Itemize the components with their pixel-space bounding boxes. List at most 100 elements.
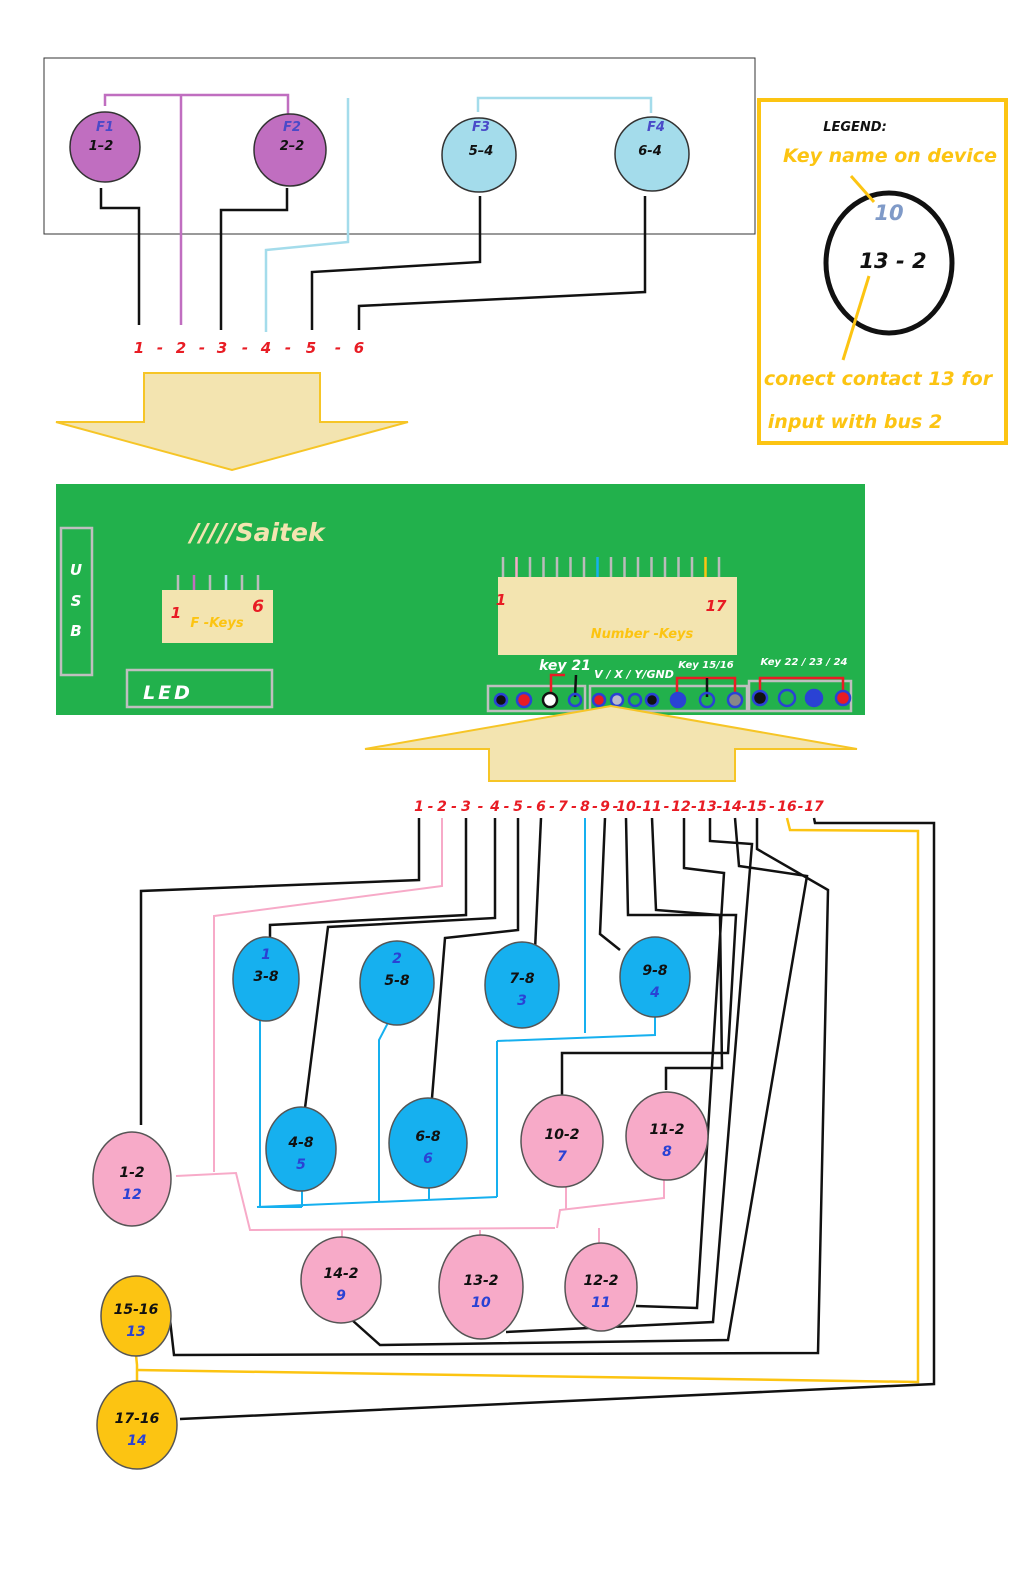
fkey-f3-name: F3 (472, 120, 490, 135)
top-contact-2: 2 (176, 339, 186, 357)
bottom-contact-12: 12 (671, 799, 690, 815)
key-4-8[interactable]: 4-85 (265, 1106, 337, 1192)
fkey-f2-name: F2 (283, 120, 301, 135)
top-contact-sep: - (242, 339, 248, 357)
key-13-2[interactable]: 13-210 (438, 1234, 524, 1340)
key-number: 4 (649, 985, 660, 1001)
key-10-2[interactable]: 10-27 (520, 1094, 604, 1188)
usb-letter-u: U (70, 561, 82, 579)
bottom-contact-2: 2 (437, 799, 447, 815)
bottom-contact-sep: - (428, 799, 434, 815)
key-12-2[interactable]: 12-2 11 (564, 1242, 638, 1332)
key-circle (300, 1236, 382, 1324)
bottom-contact-10: 10 (616, 799, 636, 815)
key-code: 6-8 (415, 1129, 441, 1145)
fkey-f4-name: F4 (647, 120, 665, 135)
legend-key-name-label: Key name on device (783, 145, 997, 167)
legend-sample-code: 13 - 2 (859, 249, 926, 273)
blue-wires (256, 818, 656, 1208)
fkey-f2-code: 2–2 (280, 139, 305, 154)
bottom-contact-labels: 1-2-3-4-5-6-7-8-9-10-11-12-13-14-15-16-1… (414, 799, 824, 815)
key-code: 4-8 (287, 1135, 314, 1151)
key-3-8[interactable]: 3-81 (232, 936, 300, 1022)
key-code: 1-2 (119, 1165, 144, 1181)
key-code: 13-2 (463, 1273, 498, 1289)
fkey-f2[interactable]: F2 2–2 (253, 113, 327, 187)
vxy-label: V / X / Y/GND (594, 668, 674, 681)
number-keys: 3-815-827-839-844-856-8610-2711-281-2121… (92, 936, 709, 1470)
key21-connector (486, 684, 587, 713)
bottom-contact-13: 13 (697, 799, 716, 815)
key-number: 8 (662, 1144, 672, 1160)
black-wires-bottom (139, 817, 936, 1421)
bottom-contact-sep: - (549, 799, 555, 815)
fkeys-label: F -Keys (190, 616, 243, 631)
led-label: LED (143, 682, 193, 704)
top-contact-labels: 1 - 2 - 3 - 4 - 5 - 6 (134, 339, 364, 357)
top-contact-4: 4 (260, 339, 271, 357)
key-code: 12-2 (583, 1273, 618, 1289)
connector-pins (493, 688, 852, 709)
numkeys-header: 1 17 Number -Keys (496, 557, 737, 655)
key-circle (484, 941, 560, 1029)
key-number: 5 (296, 1157, 306, 1173)
key-circle (520, 1094, 604, 1188)
key-circle (619, 936, 691, 1018)
board-brand: /////Saitek (187, 518, 326, 547)
fkey-f1-name: F1 (96, 120, 114, 135)
top-contact-6: 6 (354, 339, 364, 357)
bottom-contact-5: 5 (513, 799, 523, 815)
key-11-2[interactable]: 11-28 (625, 1091, 709, 1181)
bottom-contact-4: 4 (489, 799, 500, 815)
key222324-label: Key 22 / 23 / 24 (761, 657, 848, 668)
saitek-board: /////Saitek U S B LED 1 6 F -Keys (56, 484, 865, 715)
legend-sample-circle (823, 190, 955, 336)
fkey-f1[interactable]: F1 1–2 (69, 111, 141, 183)
key-5-8[interactable]: 5-82 (359, 940, 435, 1026)
up-arrow (364, 704, 858, 782)
bottom-contact-sep: - (742, 799, 748, 815)
lightblue-wires (264, 96, 653, 332)
numkeys-socket (498, 577, 737, 655)
bottom-contact-3: 3 (461, 799, 471, 815)
pink-wires (175, 818, 665, 1244)
numkeys-last-pin: 17 (706, 597, 727, 615)
key-1-2[interactable]: 1-212 (92, 1131, 172, 1227)
bottom-contact-8: 8 (580, 799, 590, 815)
key-circle (625, 1091, 709, 1181)
bottom-contact-9: 9 (600, 799, 610, 815)
fkey-f3[interactable]: F3 5–4 (441, 117, 517, 193)
key-number: 7 (557, 1149, 567, 1165)
bottom-contact-sep: - (504, 799, 510, 815)
usb-letter-b: B (70, 622, 81, 640)
key-14-2[interactable]: 14-29 (300, 1236, 382, 1324)
key-7-8[interactable]: 7-83 (484, 941, 560, 1029)
bottom-contact-14: 14 (722, 799, 741, 815)
legend-box: LEGEND: Key name on device 10 13 - 2 con… (757, 98, 1008, 445)
bottom-contact-sep: - (478, 799, 484, 815)
key-number: 1 (261, 947, 271, 963)
key-6-8[interactable]: 6-86 (388, 1097, 468, 1189)
fkeys-header: 1 6 F -Keys (162, 575, 273, 643)
key-circle (92, 1131, 172, 1227)
bottom-contact-sep: - (636, 799, 642, 815)
usb-port (59, 526, 94, 677)
down-arrow (55, 372, 409, 472)
led-connector (125, 668, 274, 709)
key-number: 11 (591, 1295, 610, 1311)
key-circle (96, 1380, 178, 1470)
fkey-f4[interactable]: F4 6-4 (614, 116, 690, 192)
bottom-contact-11: 11 (642, 799, 661, 815)
key-9-8[interactable]: 9-84 (619, 936, 691, 1018)
key-circle (232, 936, 300, 1022)
black-wires-top (99, 188, 647, 330)
top-contact-3: 3 (217, 339, 227, 357)
fkey-f4-code: 6-4 (638, 144, 662, 159)
key-code: 15-16 (114, 1302, 159, 1318)
key-code: 9-8 (642, 963, 668, 979)
yellow-wires (134, 817, 920, 1384)
top-contact-1: 1 (134, 339, 144, 357)
